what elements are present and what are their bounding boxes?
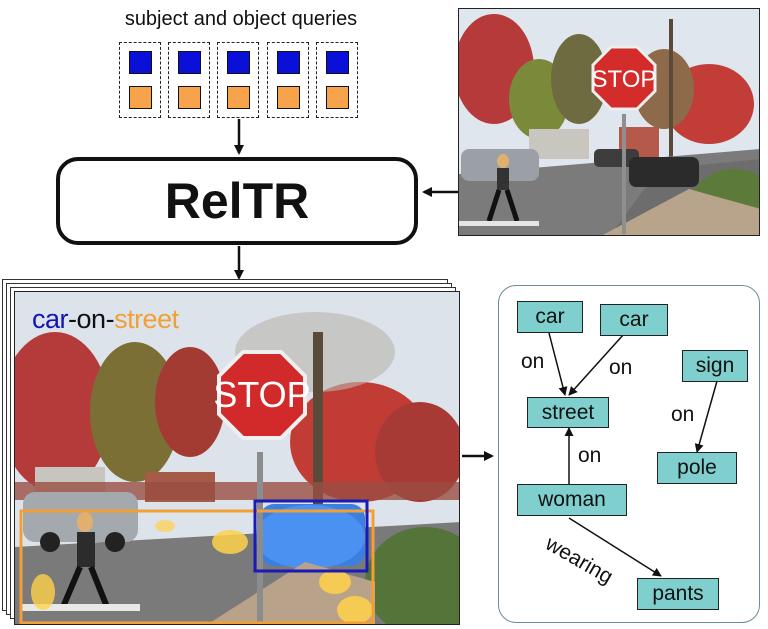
scene-graph-edges <box>548 332 718 577</box>
query-pair <box>267 42 309 118</box>
input-stop-text: STOP <box>592 66 657 93</box>
query-pair <box>168 42 210 118</box>
edge-label-sign-pole: on <box>671 403 695 426</box>
node-woman: woman <box>517 484 627 516</box>
object-query <box>326 86 349 109</box>
node-pole: pole <box>657 452 737 484</box>
edge-label-car2-street: on <box>609 356 633 379</box>
edge-label-car1-street: on <box>521 350 545 373</box>
triplet-caption: car-on-street <box>32 304 179 335</box>
subject-query <box>277 51 300 74</box>
reltr-model-box: RelTR <box>56 157 418 245</box>
caption-object: street <box>114 304 179 334</box>
caption-predicate: on <box>76 304 107 334</box>
query-pair <box>119 42 161 118</box>
caption-sep2: - <box>105 304 115 334</box>
subject-query <box>227 51 250 74</box>
object-query <box>129 86 152 109</box>
object-query <box>277 86 300 109</box>
node-pants: pants <box>637 578 719 610</box>
queries-title: subject and object queries <box>124 8 358 30</box>
subject-bbox <box>253 499 369 573</box>
node-car-2: car <box>600 304 668 336</box>
subject-query <box>326 51 349 74</box>
node-sign: sign <box>682 350 748 382</box>
object-query <box>178 86 201 109</box>
caption-sep1: - <box>68 304 77 334</box>
node-car-1: car <box>517 301 583 333</box>
edge-label-woman-street: on <box>578 444 602 467</box>
node-street: street <box>527 397 609 428</box>
scene-graph-panel: car car street sign pole woman pants on … <box>498 285 760 623</box>
output-image: STOP <box>14 291 460 625</box>
object-bbox <box>19 509 375 624</box>
caption-subject: car <box>32 304 69 334</box>
query-pair <box>217 42 259 118</box>
object-query <box>227 86 250 109</box>
input-image: STOP <box>458 8 760 236</box>
subject-query <box>178 51 201 74</box>
subject-query <box>129 51 152 74</box>
query-pair <box>316 42 358 118</box>
output-stop-text: STOP <box>213 374 310 415</box>
